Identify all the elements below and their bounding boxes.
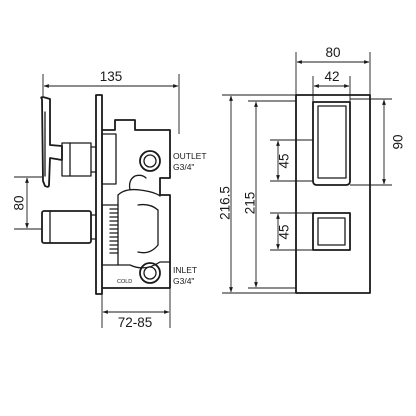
dim-upper-offset: 45: [270, 139, 313, 182]
dim-handle-spacing: 80: [12, 176, 42, 230]
inlet-port: [139, 262, 161, 284]
dim-plate-height-label: 215: [243, 192, 258, 215]
dim-lever-width-label: 42: [324, 69, 339, 84]
front-lever: [312, 101, 351, 186]
dim-lower-offset-label: 45: [277, 224, 292, 239]
dim-handle-spacing-label: 80: [12, 195, 27, 210]
dim-lower-offset: 45: [270, 212, 313, 251]
outlet-thread-label: G3/4": [173, 162, 194, 172]
dim-body-depth: 72-85: [101, 288, 171, 330]
upper-lever-handle: [40, 96, 97, 188]
outlet-label: OUTLET: [173, 151, 207, 161]
lower-knob-handle: [41, 210, 97, 244]
front-square-knob: [312, 212, 351, 251]
dim-plate-width-label: 80: [325, 45, 340, 60]
dim-overall-depth: 135: [42, 69, 180, 134]
dim-plate-height: 215: [243, 100, 296, 289]
side-plate: [95, 94, 103, 295]
dim-plate-width: 80: [295, 45, 371, 95]
outlet-port: [139, 150, 161, 172]
dim-upper-offset-label: 45: [277, 153, 292, 168]
dim-body-depth-label: 72-85: [118, 315, 153, 330]
inlet-thread-label: G3/4": [173, 276, 194, 286]
dim-lever-height: 90: [350, 98, 406, 186]
dim-overall-height: 216.5: [218, 94, 296, 294]
front-view: 80 42 90 216.5 215: [218, 45, 406, 294]
valve-body: [101, 119, 171, 289]
dim-lever-width: 42: [312, 69, 351, 102]
cold-label: COLD: [117, 279, 132, 285]
dim-overall-height-label: 216.5: [218, 186, 233, 220]
side-view: 135: [12, 69, 207, 330]
dim-lever-height-label: 90: [391, 134, 406, 149]
inlet-label: INLET: [173, 265, 197, 275]
front-plate: [295, 94, 371, 294]
dim-overall-depth-label: 135: [100, 69, 123, 84]
